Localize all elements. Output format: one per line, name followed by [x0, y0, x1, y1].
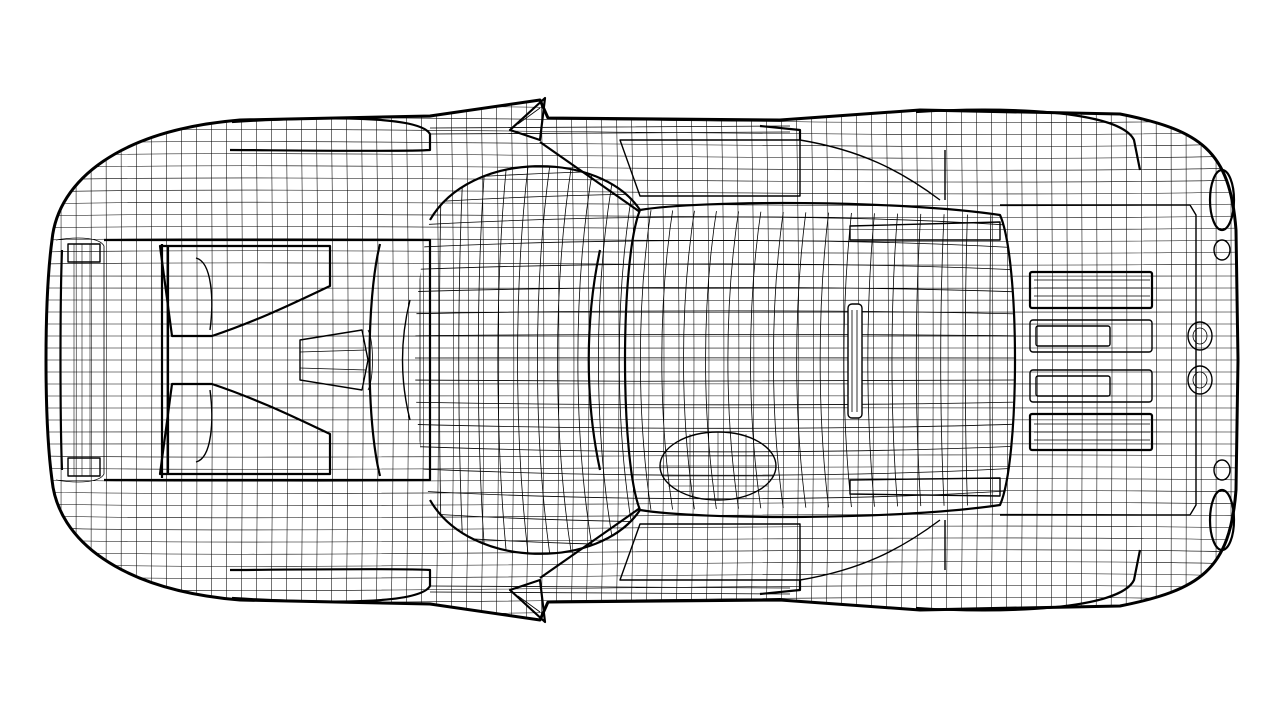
cabin-line	[415, 193, 1015, 205]
cabin-line	[415, 489, 1015, 500]
mesh-line	[46, 250, 1238, 254]
mesh-line	[40, 93, 1245, 99]
mesh-line	[46, 608, 1238, 616]
mesh-line	[46, 104, 1238, 112]
cabin-outline	[401, 165, 1017, 555]
cabin-line	[415, 287, 1015, 293]
roof-scoop	[847, 303, 863, 419]
mesh-line	[46, 299, 1238, 301]
rear-lights	[1187, 168, 1236, 552]
mesh-line	[46, 165, 1238, 171]
cabin-line	[497, 166, 509, 554]
cabin-line	[517, 166, 531, 554]
mesh-line	[46, 585, 1238, 591]
mesh-line	[46, 383, 1238, 385]
mesh-line	[46, 129, 1238, 135]
mesh-line	[46, 454, 1238, 458]
mesh-line	[46, 189, 1238, 195]
mesh-line	[46, 573, 1238, 579]
cabin-line	[598, 166, 619, 554]
front-fenders	[229, 117, 432, 603]
cabin-line	[415, 533, 1015, 547]
mesh-line	[46, 561, 1238, 567]
mesh-line	[46, 141, 1238, 147]
cabin-line	[400, 556, 1020, 569]
mesh-line	[46, 335, 1238, 337]
side-vents	[429, 124, 802, 596]
cabin-line	[557, 166, 575, 554]
cabin-line	[577, 166, 597, 554]
mesh-line	[46, 419, 1238, 421]
cabin-line	[415, 333, 1015, 337]
cabin-line	[415, 379, 1015, 382]
roof-hatch	[659, 431, 777, 501]
mesh-line	[46, 442, 1238, 446]
mesh-line	[46, 177, 1238, 183]
mesh-line	[46, 490, 1238, 494]
mesh-line	[46, 153, 1238, 159]
mesh-line	[46, 262, 1238, 266]
cabin-line	[477, 166, 487, 554]
mesh-line	[46, 537, 1238, 543]
mesh-line	[46, 238, 1238, 242]
cabin-line	[415, 169, 1015, 183]
mesh-line	[46, 466, 1238, 470]
mesh-line	[46, 226, 1238, 230]
mesh-line	[46, 478, 1238, 482]
cabin-mesh	[400, 166, 1020, 569]
mesh-line	[46, 549, 1238, 555]
mesh-line	[46, 214, 1238, 218]
front-nose	[55, 237, 105, 483]
mesh-line	[46, 311, 1238, 313]
mesh-line	[46, 323, 1238, 325]
rear-haunches	[799, 108, 1142, 612]
body-outline	[44, 98, 1240, 622]
rear-deck	[1000, 204, 1197, 516]
mesh-line	[46, 274, 1238, 278]
cabin-line	[415, 240, 1015, 249]
cabin-line	[415, 263, 1015, 271]
cabin-line	[415, 310, 1015, 315]
side-mirrors	[508, 96, 547, 624]
mesh-line	[46, 502, 1238, 506]
mesh-line	[46, 525, 1238, 531]
cabin-line	[415, 445, 1015, 453]
cabin-line	[537, 166, 553, 554]
mesh-line	[40, 621, 1245, 627]
mesh-line	[46, 407, 1238, 409]
cabin-line	[415, 401, 1015, 406]
body-mesh	[40, 93, 1245, 627]
front-hood	[104, 238, 432, 482]
cabin-line	[415, 467, 1015, 476]
cabin-line	[415, 423, 1015, 429]
cabin-line	[415, 216, 1015, 227]
